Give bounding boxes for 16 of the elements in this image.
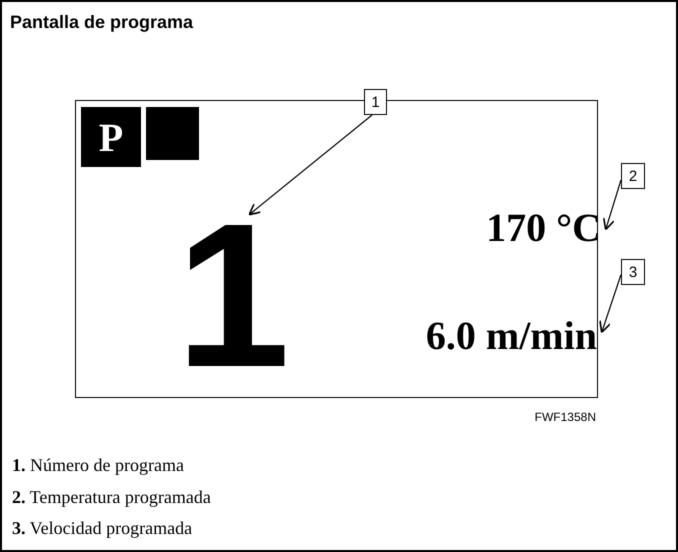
indicator-block bbox=[146, 107, 199, 160]
speed-reading: 6.0 m/min bbox=[417, 309, 603, 361]
legend-item: 1. Número de programa bbox=[12, 455, 184, 476]
leader-arrow bbox=[602, 180, 622, 230]
callout-number: 3 bbox=[621, 259, 645, 285]
callout-number: 1 bbox=[364, 89, 387, 115]
mode-indicator: P bbox=[81, 107, 141, 167]
title: Pantalla de programa bbox=[10, 12, 194, 33]
program-number: 1 bbox=[183, 215, 283, 375]
leader-arrow bbox=[248, 114, 372, 216]
leader-arrow bbox=[599, 274, 622, 334]
callout-number: 2 bbox=[621, 163, 645, 189]
figure-code: FWF1358N bbox=[534, 410, 596, 424]
legend-item: 2. Temperatura programada bbox=[12, 487, 211, 508]
legend-item: 3. Velocidad programada bbox=[12, 518, 192, 539]
temperature-reading: 170 °C bbox=[483, 201, 607, 253]
